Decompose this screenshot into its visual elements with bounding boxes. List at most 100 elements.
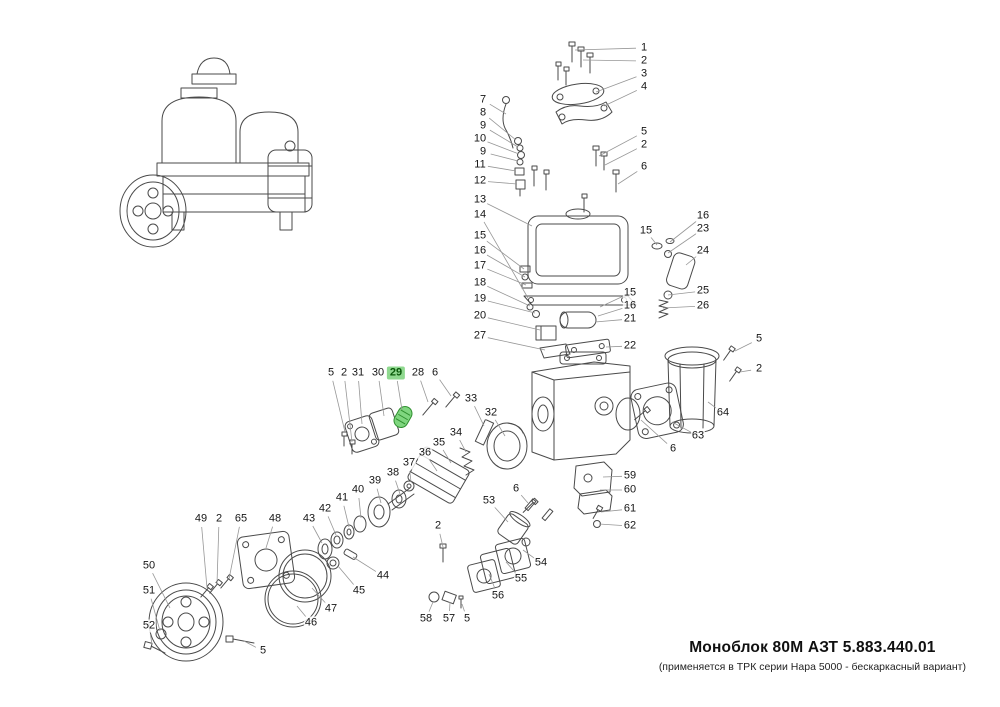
callout-36[interactable]: 36 xyxy=(417,446,433,460)
part-29-highlighted[interactable] xyxy=(391,404,414,430)
callout-34[interactable]: 34 xyxy=(448,426,464,440)
callout-2[interactable]: 2 xyxy=(639,54,649,68)
callout-64[interactable]: 64 xyxy=(715,406,731,420)
callout-2[interactable]: 2 xyxy=(339,366,349,380)
callout-20[interactable]: 20 xyxy=(472,309,488,323)
callout-38[interactable]: 38 xyxy=(385,466,401,480)
callout-7[interactable]: 7 xyxy=(478,93,488,107)
callout-15[interactable]: 15 xyxy=(472,229,488,243)
callout-19[interactable]: 19 xyxy=(472,292,488,306)
callout-40[interactable]: 40 xyxy=(350,483,366,497)
callout-2[interactable]: 2 xyxy=(214,512,224,526)
leader-line-50 xyxy=(152,573,171,609)
callout-50[interactable]: 50 xyxy=(141,559,157,573)
callout-65[interactable]: 65 xyxy=(233,512,249,526)
callout-16[interactable]: 16 xyxy=(695,209,711,223)
callout-9[interactable]: 9 xyxy=(478,119,488,133)
callout-5[interactable]: 5 xyxy=(326,366,336,380)
callout-61[interactable]: 61 xyxy=(622,502,638,516)
callout-6[interactable]: 6 xyxy=(668,442,678,456)
callout-35[interactable]: 35 xyxy=(431,436,447,450)
callout-37[interactable]: 37 xyxy=(401,456,417,470)
callout-16[interactable]: 16 xyxy=(472,244,488,258)
callout-32[interactable]: 32 xyxy=(483,406,499,420)
callout-42[interactable]: 42 xyxy=(317,502,333,516)
callout-6[interactable]: 6 xyxy=(430,366,440,380)
callout-2[interactable]: 2 xyxy=(754,362,764,376)
leader-line-54 xyxy=(522,549,535,559)
callout-51[interactable]: 51 xyxy=(141,584,157,598)
leader-line-35 xyxy=(442,449,452,464)
callout-11[interactable]: 11 xyxy=(473,158,487,172)
callout-45[interactable]: 45 xyxy=(351,584,367,598)
callout-53[interactable]: 53 xyxy=(481,494,497,508)
callout-44[interactable]: 44 xyxy=(375,569,391,583)
callout-1[interactable]: 1 xyxy=(639,41,649,55)
callout-58[interactable]: 58 xyxy=(418,612,434,626)
leader-line-8 xyxy=(488,117,517,141)
callout-31[interactable]: 31 xyxy=(350,366,366,380)
callout-22[interactable]: 22 xyxy=(622,339,638,353)
callout-6[interactable]: 6 xyxy=(511,482,521,496)
callout-29-highlighted[interactable]: 29 xyxy=(386,366,406,380)
callout-21[interactable]: 21 xyxy=(622,312,638,326)
callout-54[interactable]: 54 xyxy=(533,556,549,570)
callout-60[interactable]: 60 xyxy=(622,483,638,497)
leader-line-17 xyxy=(487,268,527,286)
callout-6[interactable]: 6 xyxy=(639,160,649,174)
callout-13[interactable]: 13 xyxy=(472,193,488,207)
callout-39[interactable]: 39 xyxy=(367,474,383,488)
callout-63[interactable]: 63 xyxy=(690,429,706,443)
callout-52[interactable]: 52 xyxy=(141,619,157,633)
callout-41[interactable]: 41 xyxy=(334,491,350,505)
callout-4[interactable]: 4 xyxy=(639,80,649,94)
callout-47[interactable]: 47 xyxy=(323,602,339,616)
callout-16[interactable]: 16 xyxy=(622,299,638,313)
callout-55[interactable]: 55 xyxy=(513,572,529,586)
leader-line-48 xyxy=(265,526,273,549)
callout-49[interactable]: 49 xyxy=(193,512,209,526)
callout-56[interactable]: 56 xyxy=(490,589,506,603)
callout-14[interactable]: 14 xyxy=(472,208,488,222)
callout-28[interactable]: 28 xyxy=(410,366,426,380)
callout-3[interactable]: 3 xyxy=(639,67,649,81)
callout-9[interactable]: 9 xyxy=(478,145,488,159)
callout-12[interactable]: 12 xyxy=(472,174,488,188)
leader-line-9 xyxy=(490,153,519,162)
callout-2[interactable]: 2 xyxy=(639,138,649,152)
leader-line-58 xyxy=(428,601,434,612)
callout-48[interactable]: 48 xyxy=(267,512,283,526)
callout-18[interactable]: 18 xyxy=(472,276,488,290)
callout-24[interactable]: 24 xyxy=(695,244,711,258)
leader-line-5 xyxy=(332,380,346,433)
callout-2[interactable]: 2 xyxy=(433,519,443,533)
callout-17[interactable]: 17 xyxy=(472,259,488,273)
callout-23[interactable]: 23 xyxy=(695,222,711,236)
callout-27[interactable]: 27 xyxy=(472,329,488,343)
leader-line-33 xyxy=(474,406,485,427)
callout-43[interactable]: 43 xyxy=(301,512,317,526)
callout-46[interactable]: 46 xyxy=(303,616,319,630)
callout-59[interactable]: 59 xyxy=(622,469,638,483)
callout-26[interactable]: 26 xyxy=(695,299,711,313)
callout-15[interactable]: 15 xyxy=(638,224,654,238)
callout-57[interactable]: 57 xyxy=(441,612,457,626)
callout-33[interactable]: 33 xyxy=(463,392,479,406)
callout-5[interactable]: 5 xyxy=(754,332,764,346)
leader-line-2 xyxy=(216,526,220,585)
callout-5[interactable]: 5 xyxy=(639,125,649,139)
callout-62[interactable]: 62 xyxy=(622,519,638,533)
leader-line-59 xyxy=(602,475,623,478)
drawing-title: Моноблок 80М АЗТ 5.883.440.01 xyxy=(689,639,936,656)
callout-15[interactable]: 15 xyxy=(622,286,638,300)
callout-5[interactable]: 5 xyxy=(258,644,268,658)
leader-line-63 xyxy=(671,421,692,433)
callout-30[interactable]: 30 xyxy=(370,366,386,380)
callout-10[interactable]: 10 xyxy=(472,132,488,146)
leader-line-29 xyxy=(396,380,403,411)
leader-line-14 xyxy=(483,221,529,299)
callout-8[interactable]: 8 xyxy=(478,106,488,120)
leader-line-21 xyxy=(594,319,623,323)
callout-25[interactable]: 25 xyxy=(695,284,711,298)
callout-5[interactable]: 5 xyxy=(462,612,472,626)
